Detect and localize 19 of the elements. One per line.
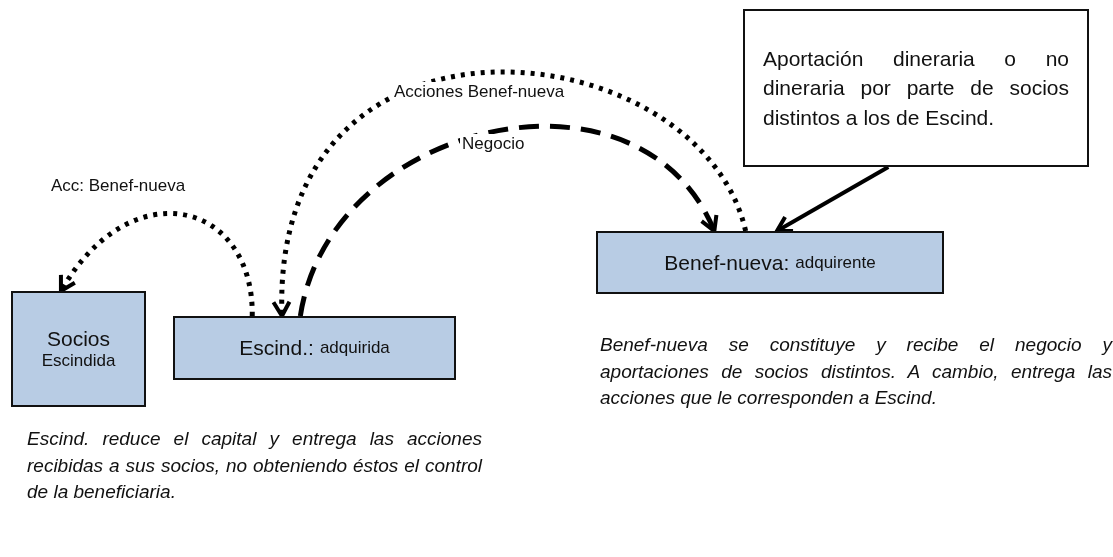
- edge-label: Acciones Benef-nueva: [392, 82, 567, 102]
- partner-box: [11, 291, 146, 407]
- arrow: [774, 165, 890, 233]
- arrow: [58, 211, 255, 317]
- arrow: [273, 69, 748, 318]
- note-text: Escind. reduce el capital y entrega las acciones recibidas a sus socios, no obteniendo éstos el control de la beneficiaria.: [27, 427, 482, 505]
- node-text: Aportación dineraria o no dineraria por parte de socios distintos a los de Escind.: [763, 45, 1069, 131]
- arrow: [297, 124, 717, 317]
- note-box: [743, 9, 1089, 167]
- note-text: Benef-nueva se constituye y recibe el negocio y aportaciones de socios distintos. A cambio, entrega las acciones que le corresponden a Escind.: [600, 333, 1112, 411]
- node-text: Escindida: [41, 351, 116, 371]
- node-text: adquirida: [319, 338, 390, 358]
- node-text: adquirente: [795, 252, 876, 273]
- node-text: Socios: [47, 327, 110, 351]
- node-text: Escind.:: [239, 336, 314, 360]
- edge-label: Negocio: [460, 134, 527, 154]
- company-box: [596, 231, 944, 294]
- node-text: Benef-nueva:: [664, 250, 790, 275]
- company-box: [173, 316, 456, 380]
